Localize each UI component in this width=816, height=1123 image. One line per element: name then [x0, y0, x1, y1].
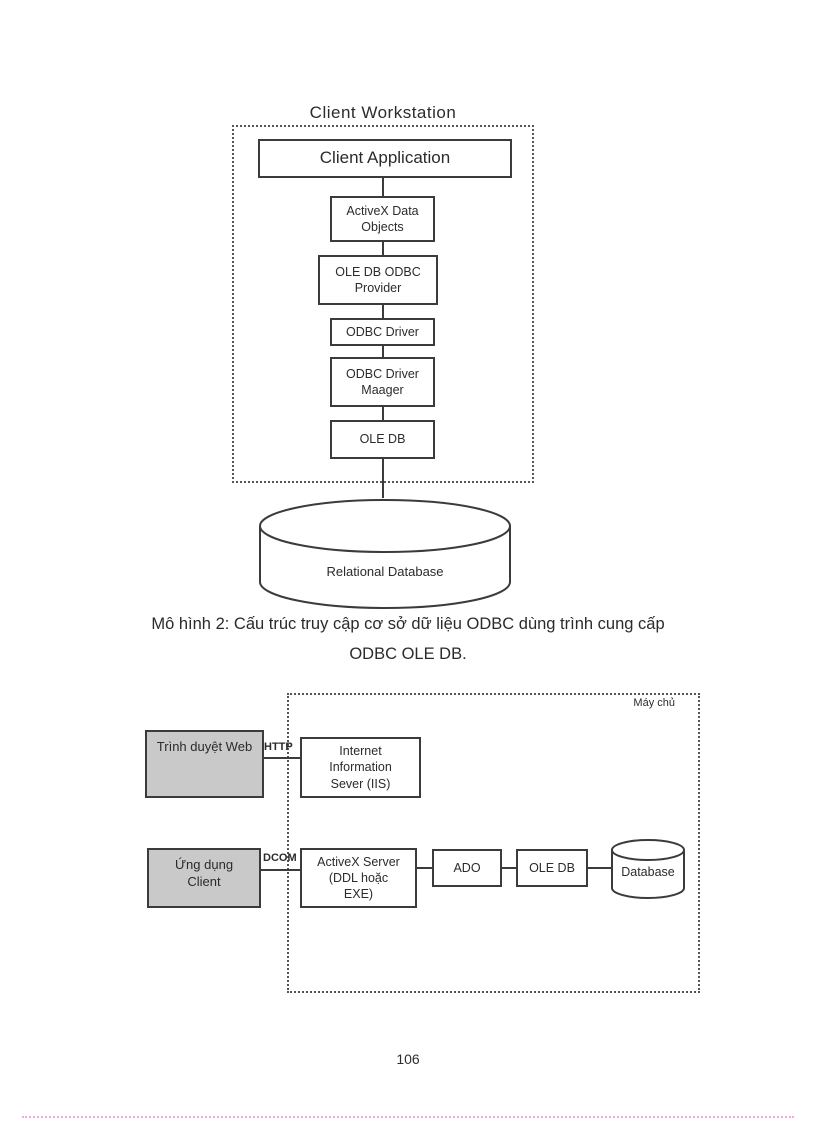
- connector: [502, 867, 516, 869]
- figure-caption-line1: Mô hình 2: Cấu trúc truy cập cơ sở dữ li…: [151, 615, 665, 633]
- client-app-box: Ứng dụng Client: [147, 848, 261, 908]
- ado-box: ADO: [432, 849, 502, 887]
- relational-database-cylinder: Relational Database: [258, 496, 512, 612]
- bottom-dotted-rule: [22, 1116, 794, 1118]
- connector: [382, 459, 384, 498]
- database-label: Database: [621, 865, 675, 879]
- connector: [588, 867, 612, 869]
- odbc-driver-box: ODBC Driver: [330, 318, 435, 346]
- connector: [382, 407, 384, 420]
- web-browser-box: Trình duyệt Web: [145, 730, 264, 798]
- connector: [261, 869, 300, 871]
- dcom-label: DCOM: [263, 852, 297, 864]
- server-frame-label: Máy chủ: [633, 697, 675, 709]
- page-number: 106: [396, 1051, 420, 1067]
- connector: [382, 242, 384, 255]
- oledb-box2: OLE DB: [516, 849, 588, 887]
- cylinder-shape: [259, 499, 511, 609]
- iis-box: Internet Information Sever (IIS): [300, 737, 421, 798]
- connector: [417, 867, 432, 869]
- activex-server-box: ActiveX Server (DDL hoặc EXE): [300, 848, 417, 908]
- oledb-odbc-provider-box: OLE DB ODBC Provider: [318, 255, 438, 305]
- connector: [382, 178, 384, 196]
- relational-database-label: Relational Database: [326, 564, 444, 579]
- database-cylinder: Database: [610, 838, 686, 902]
- connector: [382, 346, 384, 357]
- server-frame: [287, 693, 700, 993]
- oledb-box: OLE DB: [330, 420, 435, 459]
- connector: [264, 757, 300, 759]
- connector: [382, 305, 384, 318]
- http-label: HTTP: [264, 741, 293, 753]
- figure-caption-line2: ODBC OLE DB.: [349, 645, 467, 663]
- client-application-box: Client Application: [258, 139, 512, 178]
- odbc-driver-manager-box: ODBC Driver Maager: [330, 357, 435, 407]
- diagram1-title: Client Workstation: [309, 103, 457, 122]
- activex-data-objects-box: ActiveX Data Objects: [330, 196, 435, 242]
- cylinder-shape: [611, 839, 685, 899]
